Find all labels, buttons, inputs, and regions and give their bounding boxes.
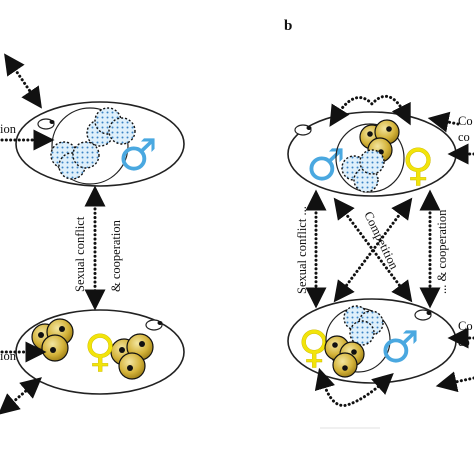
panel-b-arrows: [305, 94, 474, 407]
panel-b-letter: b: [284, 18, 292, 34]
interaction-arrow: [0, 377, 42, 415]
male-symbol-icon: ♂: [306, 140, 345, 191]
panel-a-vertical-label-2: & cooperation: [109, 219, 123, 292]
panel-a-top-organism: ♂: [15, 101, 185, 187]
male-cells: [341, 149, 385, 193]
panel-a-left-label-1: ion: [0, 122, 17, 136]
female-symbol-icon: ♀: [84, 326, 116, 377]
panel-b-right-label-3: Co: [458, 319, 473, 333]
male-cells: [50, 107, 136, 180]
panel-b-bottom-organism: ♀ ♂: [287, 298, 457, 384]
panel-b: b ♂ ♀: [284, 18, 474, 407]
interaction-arrow: [314, 367, 394, 407]
panel-a-vertical-label-1: Sexual conflict: [73, 216, 87, 292]
panel-a-left-label-2: ion: [0, 349, 17, 363]
panel-b-right-label-1: Co: [458, 114, 473, 128]
panel-a: ♂ ♀: [0, 53, 185, 415]
interaction-arrow: [435, 371, 474, 393]
interaction-arrow: [427, 111, 460, 133]
male-cells: [343, 305, 384, 346]
panel-b-right-label-2: co: [458, 130, 470, 144]
competition-arrow: [333, 197, 413, 303]
interaction-arrow: [329, 94, 411, 127]
panel-a-arrows: [0, 53, 106, 415]
male-symbol-icon: ♂: [118, 130, 157, 181]
panel-a-bottom-organism: ♀: [15, 309, 185, 395]
panel-b-vertical-label-2: ... & cooperation: [435, 209, 449, 294]
panel-b-right-label-4: co: [458, 335, 470, 349]
male-symbol-icon: ♂: [380, 322, 419, 373]
interaction-arrow: [4, 53, 42, 109]
panel-b-vertical-label-1: Sexual conflict ...: [295, 206, 309, 294]
female-symbol-icon: ♀: [402, 140, 434, 191]
panel-b-top-organism: ♂ ♀: [287, 111, 457, 197]
